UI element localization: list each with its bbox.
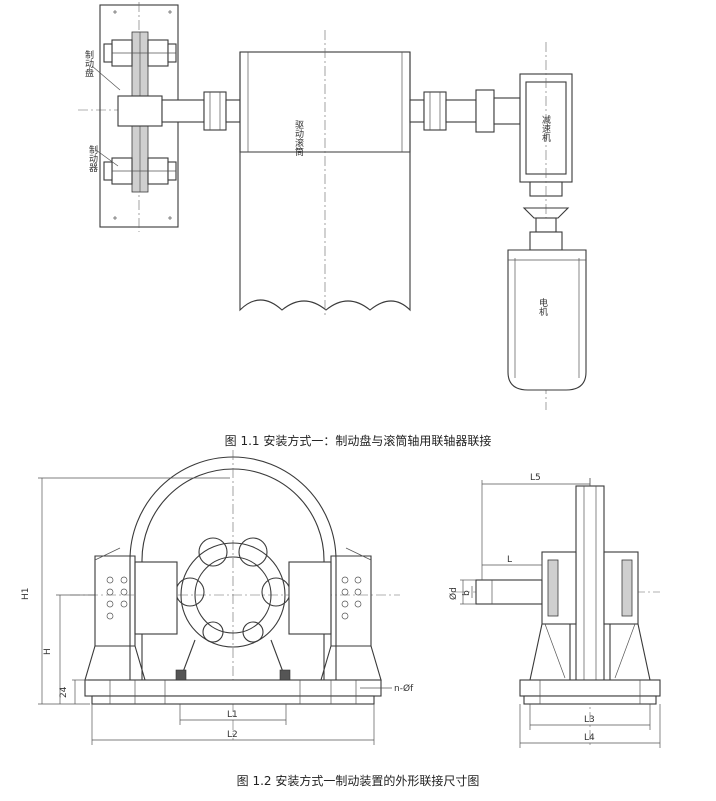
dim-hole: n-Øf	[394, 683, 414, 694]
dim-L5: L5	[530, 473, 541, 483]
coupling-left	[203, 91, 227, 131]
upper-brake-caliper	[103, 39, 177, 67]
coupling-right	[423, 91, 447, 131]
dim-L4: L4	[584, 733, 595, 743]
drive-drum	[239, 30, 411, 315]
dim-L1: L1	[227, 710, 238, 720]
dim-b: b	[462, 590, 472, 596]
disc-hub	[117, 95, 163, 127]
left-caliper-housing	[134, 561, 178, 635]
label-brake: 制动器	[87, 144, 98, 172]
motor	[507, 249, 587, 391]
dim-d: Ød	[448, 587, 459, 600]
dim-H: H	[43, 648, 53, 655]
figure-1-1-drawing	[78, 2, 587, 410]
label-drum: 驱动滚筒	[293, 120, 304, 157]
label-motor: 电机	[537, 297, 548, 317]
figure-1-1-caption: 图 1.1 安装方式一：制动盘与滚筒轴用联轴器联接	[224, 434, 492, 448]
figure-1-2-front-view	[38, 450, 400, 745]
right-caliper-housing	[288, 561, 332, 635]
dim-H1: H1	[21, 588, 31, 601]
side-shaft	[475, 579, 543, 605]
base-frame	[84, 679, 382, 697]
label-brake-disc: 制动盘	[83, 49, 94, 77]
dim-L: L	[507, 555, 512, 565]
side-brake-disc	[575, 485, 605, 687]
label-reducer: 减速机	[540, 114, 551, 143]
dim-24: 24	[59, 686, 69, 698]
lower-brake-caliper	[103, 157, 177, 185]
dim-L2: L2	[227, 730, 238, 740]
dim-L3: L3	[584, 715, 595, 725]
reducer	[519, 42, 573, 410]
figure-1-2-side-view	[455, 478, 661, 748]
figure-1-2-caption: 图 1.2 安装方式一制动装置的外形联接尺寸图	[236, 774, 480, 788]
